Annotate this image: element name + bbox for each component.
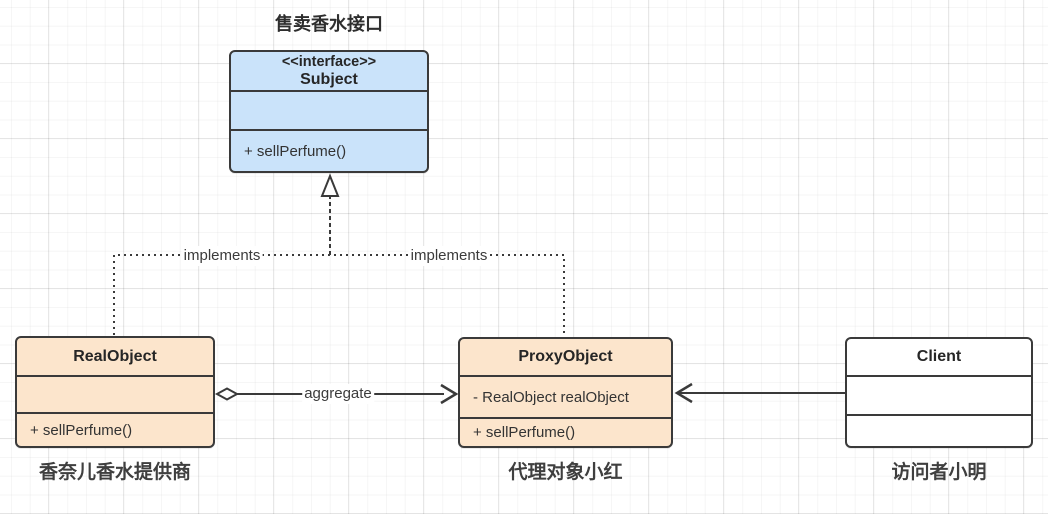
class-subject-fields <box>231 90 427 129</box>
class-subject-name: Subject <box>300 70 358 88</box>
implements-elbow-line <box>113 254 565 336</box>
aggregation-diamond <box>214 387 240 401</box>
class-realobject: RealObject + sellPerfume() <box>15 336 215 448</box>
class-proxyobject-method: + sellPerfume() <box>473 424 576 441</box>
class-proxyobject: ProxyObject - RealObject realObject + se… <box>458 337 673 448</box>
class-realobject-method: + sellPerfume() <box>30 421 133 439</box>
class-realobject-methods: + sellPerfume() <box>17 412 213 446</box>
client-caption: 访问者小明 <box>891 462 987 483</box>
class-subject-methods: + sellPerfume() <box>231 129 427 171</box>
proxyobject-caption: 代理对象小红 <box>508 462 623 483</box>
class-proxyobject-header: ProxyObject <box>460 339 671 375</box>
class-proxyobject-name: ProxyObject <box>518 348 613 365</box>
realobject-caption: 香奈儿香水提供商 <box>38 462 191 483</box>
class-proxyobject-field: - RealObject realObject <box>473 388 629 406</box>
class-subject-header: <<interface>> Subject <box>231 52 427 90</box>
aggregate-open-arrowhead <box>440 383 459 405</box>
class-realobject-name: RealObject <box>73 347 157 365</box>
implements-right-label: implements <box>408 246 490 266</box>
implements-left-label: implements <box>181 246 263 266</box>
aggregate-label: aggregate <box>302 384 374 404</box>
class-proxyobject-methods: + sellPerfume() <box>460 417 671 446</box>
class-proxyobject-fields: - RealObject realObject <box>460 375 671 417</box>
class-client: Client <box>845 337 1033 448</box>
realization-triangle-arrowhead <box>320 173 340 197</box>
class-subject: <<interface>> Subject + sellPerfume() <box>229 50 429 173</box>
client-open-arrowhead <box>674 382 693 404</box>
class-subject-method: + sellPerfume() <box>244 142 347 160</box>
class-client-methods <box>847 414 1031 446</box>
class-realobject-header: RealObject <box>17 338 213 375</box>
interface-title: 售卖香水接口 <box>275 14 383 34</box>
class-client-fields <box>847 375 1031 414</box>
class-subject-stereotype: <<interface>> <box>281 53 377 70</box>
class-client-name: Client <box>916 348 962 365</box>
class-client-header: Client <box>847 339 1031 375</box>
class-realobject-fields <box>17 375 213 412</box>
